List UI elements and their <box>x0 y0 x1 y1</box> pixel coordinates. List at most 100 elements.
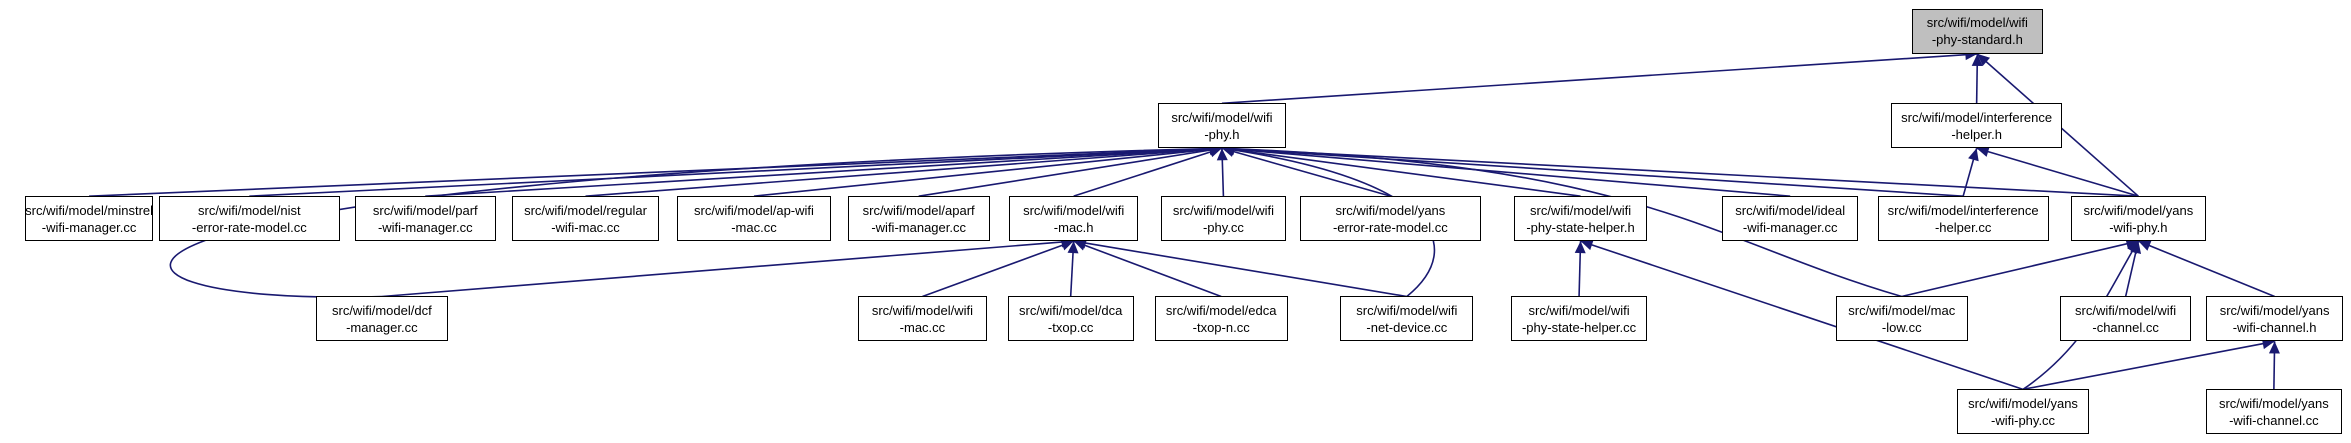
node-label-line: src/wifi/model/nist <box>198 202 301 218</box>
node-minstrel-wifi-manager-cc[interactable]: src/wifi/model/minstrel -wifi-manager.cc <box>25 196 154 242</box>
edge-aparf-to-wifi-phy-h <box>918 147 1223 197</box>
node-label-line: -helper.h <box>1951 126 2002 142</box>
node-regular-wifi-mac-cc[interactable]: src/wifi/model/regular -wifi-mac.cc <box>512 196 659 242</box>
edge-regular-to-wifi-phy-h <box>585 147 1222 197</box>
node-label-line: -mac.cc <box>731 219 777 235</box>
node-label-line: -txop-n.cc <box>1192 319 1250 335</box>
edge-edca-to-wifi-mac-h <box>1073 240 1222 298</box>
edge-phy-state-h-to-wifi-phy-h <box>1221 147 1581 197</box>
node-label-line: -error-rate-model.cc <box>1332 219 1448 235</box>
node-yans-wifi-channel-cc[interactable]: src/wifi/model/yans -wifi-channel.cc <box>2205 389 2342 435</box>
node-dca-txop-cc[interactable]: src/wifi/model/dca -txop.cc <box>1007 296 1134 342</box>
edge-wifi-mac-h-to-wifi-phy-h <box>1073 147 1223 197</box>
node-label-line: src/wifi/model/yans <box>1968 395 2078 411</box>
node-label-line: -wifi-manager.cc <box>377 219 473 235</box>
node-wifi-phy-h[interactable]: src/wifi/model/wifi -phy.h <box>1157 103 1287 149</box>
edge-ideal-to-wifi-phy-h <box>1221 147 1791 197</box>
node-wifi-phy-state-helper-h[interactable]: src/wifi/model/wifi -phy-state-helper.h <box>1513 196 1648 242</box>
node-label-line: src/wifi/model/wifi <box>1171 109 1273 125</box>
edge-ap-wifi-to-wifi-phy-h <box>753 147 1223 197</box>
node-label-line: src/wifi/model/wifi <box>1172 202 1274 218</box>
edge-arrowhead <box>1060 240 1074 251</box>
node-label-line: src/wifi/model/minstrel <box>25 202 154 218</box>
edge-arrowhead <box>2127 241 2139 255</box>
node-wifi-channel-cc[interactable]: src/wifi/model/wifi -channel.cc <box>2060 296 2191 342</box>
node-label-line: src/wifi/model/aparf <box>862 202 975 218</box>
edge-yans-error-to-wifi-phy-h <box>1221 147 1391 197</box>
node-interference-helper-h[interactable]: src/wifi/model/interference -helper.h <box>1891 103 2062 149</box>
node-label-line: -wifi-manager.cc <box>41 219 137 235</box>
edge-mac-low-to-yans-phy-h <box>1901 240 2139 298</box>
node-dcf-manager-cc[interactable]: src/wifi/model/dcf -manager.cc <box>315 296 448 342</box>
edge-yans-phy-cc-to-phy-state-h <box>1580 240 2024 391</box>
edge-dcf-to-wifi-mac-h <box>381 240 1074 298</box>
node-label-line: src/wifi/model/dca <box>1019 302 1123 318</box>
node-wifi-mac-cc[interactable]: src/wifi/model/wifi -mac.cc <box>858 296 987 342</box>
edge-arrowhead <box>1067 241 1079 254</box>
edge-arrowhead <box>1968 148 1979 162</box>
node-label-line: -wifi-channel.cc <box>2229 412 2319 428</box>
node-aparf-wifi-manager-cc[interactable]: src/wifi/model/aparf -wifi-manager.cc <box>847 196 990 242</box>
node-wifi-net-device-cc[interactable]: src/wifi/model/wifi -net-device.cc <box>1340 296 1474 342</box>
node-yans-wifi-phy-cc[interactable]: src/wifi/model/yans -wifi-phy.cc <box>1957 389 2089 435</box>
node-label-line: src/wifi/model/wifi <box>1926 15 2028 31</box>
node-label-line: src/wifi/model/yans <box>1335 202 1446 218</box>
node-label-line: src/wifi/model/ideal <box>1735 202 1846 218</box>
edge-arrowhead <box>1574 241 1586 254</box>
node-wifi-phy-standard-h: src/wifi/model/wifi -phy-standard.h <box>1912 8 2043 54</box>
node-wifi-phy-state-helper-cc[interactable]: src/wifi/model/wifi -phy-state-helper.cc <box>1510 296 1648 342</box>
node-label-line: src/wifi/model/dcf <box>331 302 432 318</box>
edge-parf-to-wifi-phy-h <box>425 147 1222 197</box>
node-label-line: src/wifi/model/ap-wifi <box>694 202 814 218</box>
node-label-line: -phy.cc <box>1202 219 1244 235</box>
node-label-line: src/wifi/model/interference <box>1901 109 2053 125</box>
node-label-line: src/wifi/model/interference <box>1887 202 2039 218</box>
node-yans-wifi-channel-h[interactable]: src/wifi/model/yans -wifi-channel.h <box>2205 296 2344 342</box>
node-yans-error-rate-model-cc[interactable]: src/wifi/model/yans -error-rate-model.cc <box>1299 196 1481 242</box>
edge-arrowhead <box>2125 238 2139 250</box>
node-label-line: -wifi-manager.cc <box>871 219 966 235</box>
node-label-line: -phy-state-helper.h <box>1526 219 1635 235</box>
node-label-line: -wifi-channel.h <box>2232 319 2317 335</box>
edge-mac-low-to-wifi-phy-h <box>1221 147 1902 298</box>
node-yans-wifi-phy-h[interactable]: src/wifi/model/yans -wifi-phy.h <box>2070 196 2206 242</box>
edge-wifi-mac-cc-to-wifi-mac-h <box>922 240 1074 298</box>
node-label-line: src/wifi/model/wifi <box>871 302 973 318</box>
edge-yans-phy-cc-to-yans-channel-h <box>2022 340 2275 391</box>
edge-arrowhead <box>1977 53 1991 66</box>
node-interference-helper-cc[interactable]: src/wifi/model/interference -helper.cc <box>1877 196 2049 242</box>
node-label-line: -wifi-phy.h <box>2109 219 2168 235</box>
node-ideal-wifi-manager-cc[interactable]: src/wifi/model/ideal -wifi-manager.cc <box>1722 196 1859 242</box>
node-label-line: -phy-state-helper.cc <box>1521 319 1637 335</box>
edge-net-device-to-wifi-mac-h <box>1073 240 1407 298</box>
node-label-line: -wifi-manager.cc <box>1742 219 1838 235</box>
node-nist-error-rate-model-cc[interactable]: src/wifi/model/nist -error-rate-model.cc <box>158 196 340 242</box>
edge-arrowhead <box>1971 53 1983 66</box>
node-ap-wifi-mac-cc[interactable]: src/wifi/model/ap-wifi -mac.cc <box>676 196 832 242</box>
edge-arrowhead <box>1976 146 1990 157</box>
edge-wifi-phy-h-to-root <box>1221 53 1978 105</box>
node-mac-low-cc[interactable]: src/wifi/model/mac -low.cc <box>1835 296 1968 342</box>
node-label-line: src/wifi/model/wifi <box>1356 302 1458 318</box>
node-label-line: -txop.cc <box>1047 319 1094 335</box>
node-label-line: -mac.h <box>1053 219 1094 235</box>
node-wifi-mac-h[interactable]: src/wifi/model/wifi -mac.h <box>1009 196 1139 242</box>
node-label-line: src/wifi/model/yans <box>2218 395 2329 411</box>
edge-yans-channel-h-to-yans-phy-h <box>2138 240 2275 298</box>
node-parf-wifi-manager-cc[interactable]: src/wifi/model/parf -wifi-manager.cc <box>354 196 496 242</box>
edge-arrowhead <box>1580 239 1594 251</box>
node-label-line: src/wifi/model/yans <box>2219 302 2330 318</box>
node-label-line: src/wifi/model/edca <box>1165 302 1277 318</box>
node-label-line: src/wifi/model/yans <box>2083 202 2194 218</box>
node-label-line: src/wifi/model/parf <box>372 202 478 218</box>
edge-nist-to-wifi-phy-h <box>249 147 1222 197</box>
node-label-line: -manager.cc <box>346 319 418 335</box>
node-label-line: src/wifi/model/wifi <box>1023 202 1125 218</box>
node-label-line: src/wifi/model/mac <box>1848 302 1956 318</box>
node-edca-txop-n-cc[interactable]: src/wifi/model/edca -txop-n.cc <box>1154 296 1288 342</box>
node-label-line: -mac.cc <box>899 319 946 335</box>
node-wifi-phy-cc[interactable]: src/wifi/model/wifi -phy.cc <box>1160 196 1287 242</box>
node-label-line: -error-rate-model.cc <box>191 219 307 235</box>
node-label-line: -wifi-phy.cc <box>1991 412 2056 428</box>
